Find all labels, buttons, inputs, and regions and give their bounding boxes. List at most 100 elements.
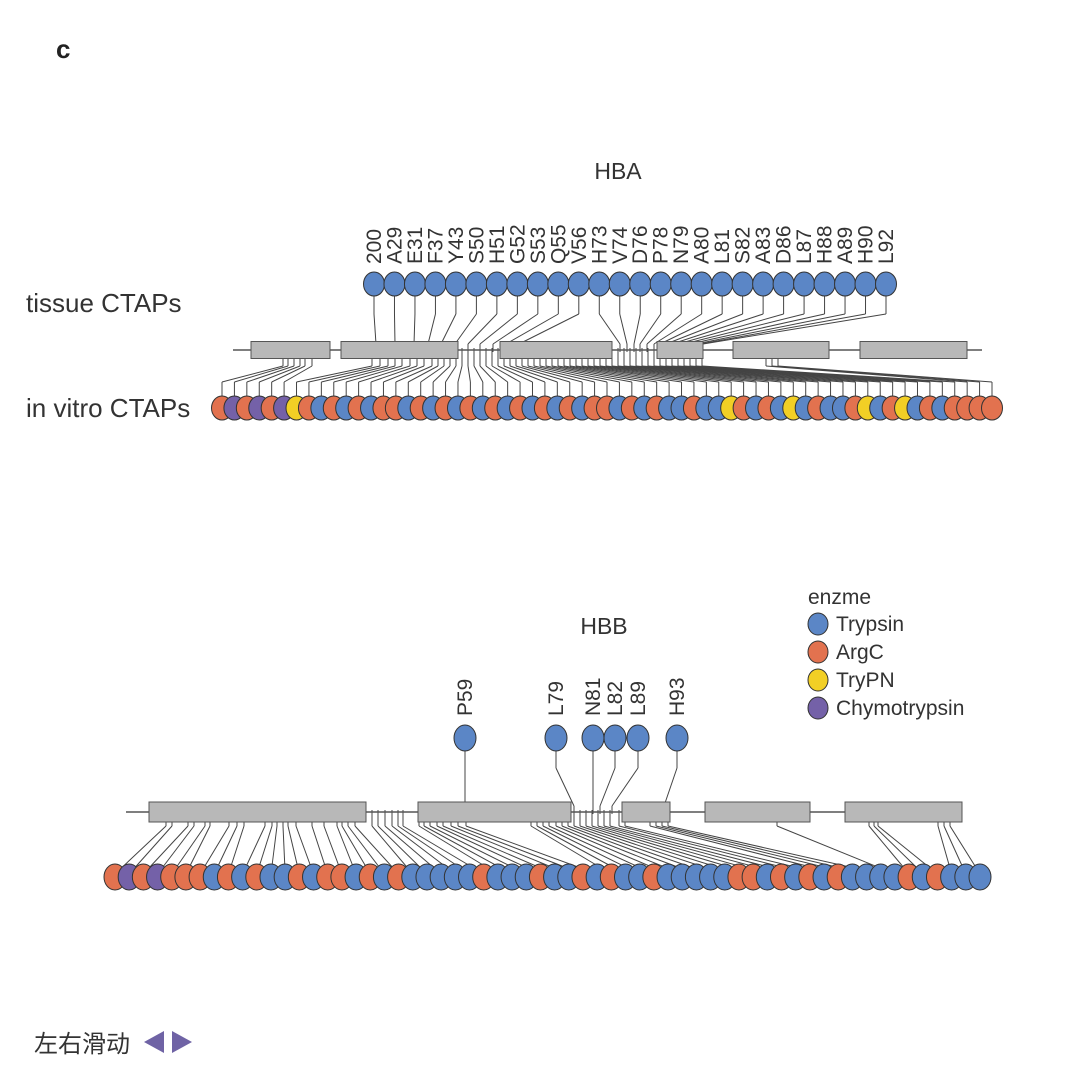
domain-box — [250, 341, 331, 359]
tissue-site-label: H88 — [814, 225, 837, 264]
connector-line — [479, 365, 496, 383]
connector-line — [659, 365, 868, 383]
hba-in-vitro-row-label: in vitro CTAPs — [26, 393, 191, 423]
tissue-site-label: D86 — [773, 225, 796, 264]
connector-line — [635, 365, 819, 383]
tissue-site-label: V56 — [568, 227, 591, 264]
connector-line — [587, 365, 719, 383]
connector-line — [557, 365, 657, 383]
label-layer: HBA200A29E31F37Y43S50H51G52S53Q55V56H73V… — [363, 158, 964, 720]
domain-box — [844, 801, 963, 823]
connector-line — [333, 365, 396, 383]
tissue-site-label: A29 — [383, 227, 406, 264]
tissue-site-dot — [649, 271, 672, 297]
connector-line — [599, 767, 616, 807]
tissue-site-label: A80 — [691, 227, 714, 264]
tissue-site-dot — [444, 271, 467, 297]
legend-swatch — [807, 668, 829, 692]
connector-line — [647, 365, 844, 383]
tissue-site-dot — [772, 271, 795, 297]
connector-line — [702, 313, 887, 345]
connector-line — [296, 365, 373, 383]
domain-box — [148, 801, 367, 823]
legend-swatch — [807, 696, 829, 720]
connector-line — [689, 313, 825, 345]
tissue-site-dot — [424, 271, 447, 297]
connector-line — [699, 313, 866, 345]
tissue-site-dot — [506, 271, 529, 297]
tissue-site-dot — [834, 271, 857, 297]
connector-line — [617, 365, 781, 383]
connector-line — [623, 365, 794, 383]
connector-line — [663, 767, 678, 807]
connector-line — [653, 365, 856, 383]
connector-line — [771, 365, 980, 383]
tissue-site-label: L82 — [604, 681, 627, 716]
panel-label: c — [56, 34, 71, 64]
tissue-site-dot — [526, 271, 549, 297]
tissue-site-dot — [453, 724, 477, 752]
arrow-left-icon[interactable] — [144, 1030, 164, 1053]
connector-line — [246, 365, 295, 383]
legend-swatch — [807, 640, 829, 664]
connector-line — [569, 365, 682, 383]
tissue-site-label: V74 — [609, 226, 632, 264]
connector-line — [395, 365, 433, 383]
arrow-right-icon[interactable] — [172, 1030, 192, 1053]
connector-line — [445, 365, 457, 383]
connector-line — [567, 825, 697, 875]
tissue-site-dot — [603, 724, 627, 752]
connector-line — [467, 365, 471, 383]
connector-line — [539, 365, 620, 383]
domain-box — [621, 801, 671, 823]
tissue-site-label: H90 — [855, 225, 878, 264]
in-vitro-site-dot — [981, 395, 1003, 421]
connector-line — [677, 313, 784, 345]
connector-line — [611, 767, 639, 807]
connector-line — [533, 365, 608, 383]
connector-line — [393, 313, 396, 345]
tissue-site-label: Y43 — [445, 227, 468, 264]
tissue-site-dot — [465, 271, 488, 297]
connector-line — [271, 365, 306, 383]
connector-line — [515, 365, 570, 383]
domain-box — [417, 801, 572, 823]
connector-line — [671, 313, 764, 345]
connector-line — [457, 365, 463, 383]
legend-title: enzme — [808, 586, 871, 609]
connector-line — [354, 825, 399, 875]
tissue-site-dot — [711, 271, 734, 297]
tissue-site-label: S53 — [527, 227, 550, 264]
site-dot-layer — [103, 271, 1003, 891]
tissue-site-dot — [690, 271, 713, 297]
tissue-site-label: A89 — [834, 227, 857, 264]
tissue-site-dot — [403, 271, 426, 297]
connector-line — [521, 365, 583, 383]
connector-line — [777, 365, 993, 383]
tissue-site-dot — [793, 271, 816, 297]
tissue-site-label: G52 — [506, 224, 529, 264]
connector-line — [492, 313, 539, 345]
backbone-layer — [126, 341, 982, 823]
tissue-site-label: S82 — [732, 227, 755, 264]
connector-line — [454, 313, 477, 345]
connector-layer — [114, 284, 993, 877]
connector-line — [646, 313, 682, 345]
legend-item-label: Chymotrypsin — [836, 697, 964, 720]
tissue-site-dot — [608, 271, 631, 297]
connector-line — [551, 365, 645, 383]
tissue-site-dot — [581, 724, 605, 752]
hba-tissue-row-label: tissue CTAPs — [26, 288, 182, 318]
tissue-site-label: A83 — [752, 227, 775, 264]
connector-line — [485, 365, 508, 383]
connector-line — [611, 365, 769, 383]
connector-line — [593, 365, 732, 383]
tissue-site-label: L92 — [875, 229, 898, 264]
connector-line — [358, 365, 411, 383]
connector-line — [142, 825, 189, 875]
domain-box — [859, 341, 968, 359]
tissue-site-dot — [854, 271, 877, 297]
tissue-site-dot — [383, 271, 406, 297]
connector-line — [599, 365, 744, 383]
